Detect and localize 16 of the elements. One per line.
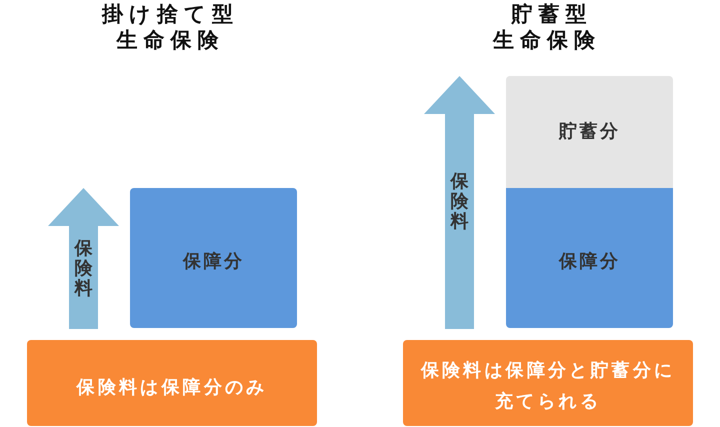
bar-label: 保険料 bbox=[450, 172, 468, 232]
summary-banner bbox=[403, 340, 693, 426]
section-title: 貯蓄型生命保険 bbox=[492, 1, 602, 53]
coverage-block bbox=[506, 188, 673, 328]
summary-banner bbox=[27, 340, 317, 426]
block-label: 貯蓄分 bbox=[558, 120, 620, 144]
coverage-block bbox=[130, 188, 297, 328]
block-label: 保障分 bbox=[558, 250, 620, 274]
bar-label: 保険料 bbox=[74, 239, 92, 298]
arrow-shaped-bar bbox=[48, 188, 119, 329]
section-title: 掛け捨て型生命保険 bbox=[100, 1, 240, 53]
savings-block bbox=[506, 76, 673, 188]
banner-text: 保険料は保障分のみ bbox=[75, 376, 268, 400]
arrow-shaped-bar bbox=[424, 76, 495, 329]
banner-text: 保険料は保障分と貯蓄分に充てられる bbox=[420, 358, 676, 414]
block-label: 保障分 bbox=[182, 250, 244, 274]
